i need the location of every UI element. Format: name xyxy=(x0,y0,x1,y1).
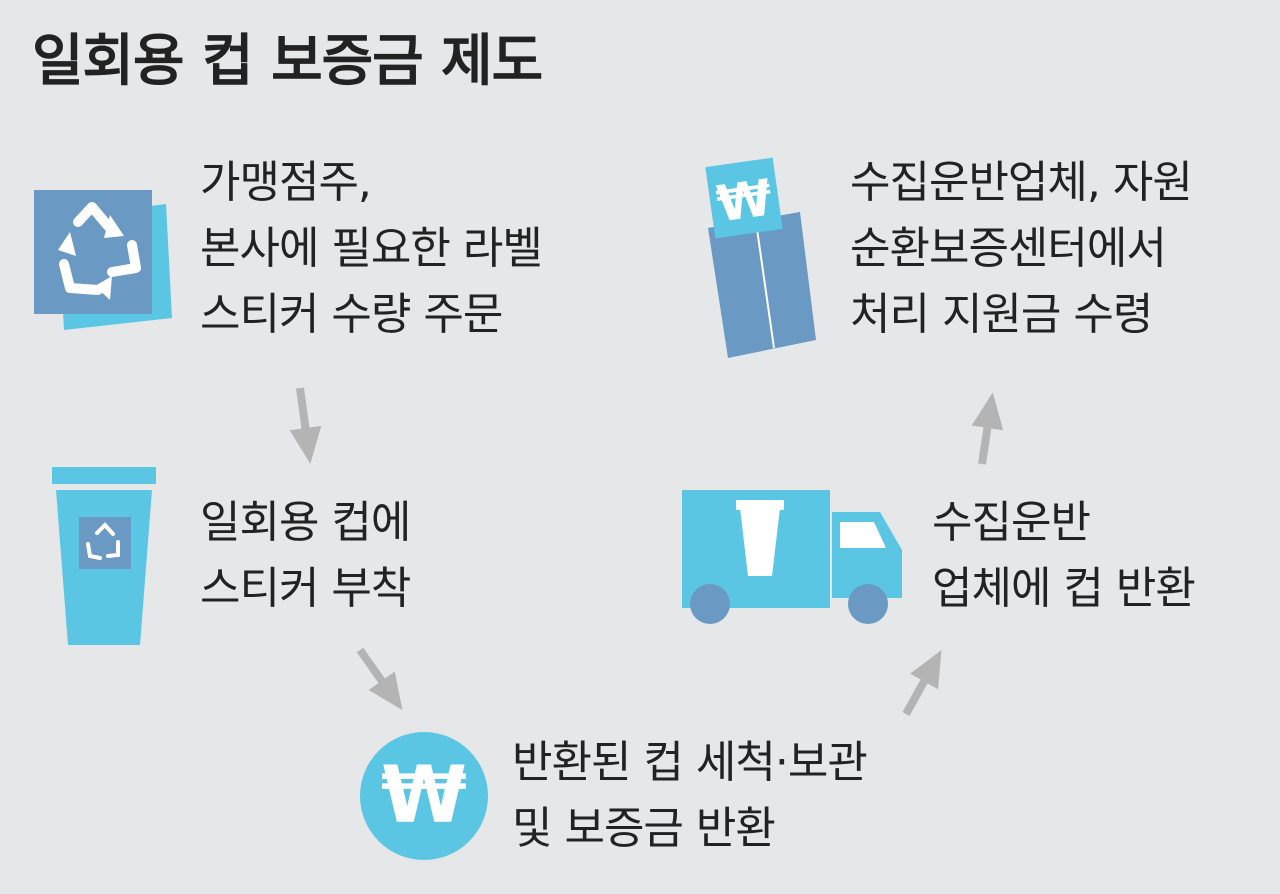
won-bill-symbol: ₩ xyxy=(713,168,776,233)
step-line: 반환된 컵 세척·보관 xyxy=(512,737,868,788)
step-attach-stickers: 일회용 컵에 스티커 부착 xyxy=(200,490,411,622)
step-line: 처리 지원금 수령 xyxy=(850,289,1153,340)
step-line: 스티커 부착 xyxy=(200,563,411,614)
truck-icon xyxy=(682,490,902,624)
arrow-step1-to-step2 xyxy=(289,387,322,464)
won-coin-icon: ₩ xyxy=(360,732,488,860)
step-order-stickers: 가맹점주, 본사에 필요한 라벨 스티커 수량 주문 xyxy=(200,150,543,348)
step-line: 수집운반업체, 자원 xyxy=(850,157,1193,208)
step-receive-subsidy: 수집운반업체, 자원 순환보증센터에서 처리 지원금 수령 xyxy=(850,150,1193,348)
arrow-step3-to-step4 xyxy=(902,650,942,716)
step-wash-and-refund: 반환된 컵 세척·보관 및 보증금 반환 xyxy=(512,730,868,862)
step-line: 스티커 수량 주문 xyxy=(200,289,503,340)
arrow-step4-to-step5 xyxy=(971,392,1004,465)
step-line: 업체에 컵 반환 xyxy=(932,563,1196,614)
step-return-to-collector: 수집운반 업체에 컵 반환 xyxy=(932,490,1196,622)
step-line: 일회용 컵에 xyxy=(200,497,411,548)
step-line: 및 보증금 반환 xyxy=(512,803,776,854)
cup-icon xyxy=(52,467,156,645)
page-title: 일회용 컵 보증금 제도 xyxy=(32,29,543,94)
recycle-icon xyxy=(58,202,141,300)
won-coin-symbol: ₩ xyxy=(381,751,467,841)
step-line: 본사에 필요한 라벨 xyxy=(200,223,543,274)
recycle-sticker-icon xyxy=(34,190,172,330)
step-line: 가맹점주, xyxy=(200,157,372,208)
step-line: 수집운반 xyxy=(932,497,1091,548)
step-line: 순환보증센터에서 xyxy=(850,223,1167,274)
arrow-step2-to-step3 xyxy=(356,647,403,711)
won-bill-icon: ₩ xyxy=(705,157,816,358)
